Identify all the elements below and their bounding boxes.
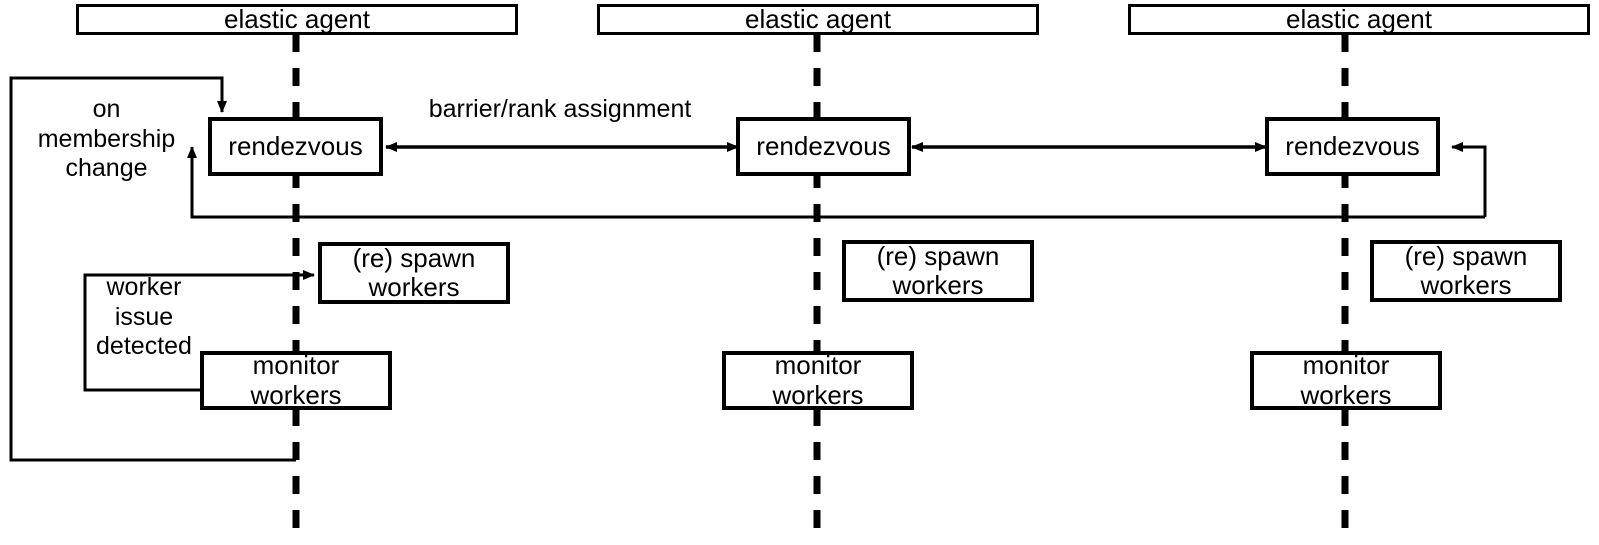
rendezvous-label: rendezvous — [756, 130, 891, 161]
edge-rendezvous-self-loop-right — [1451, 142, 1487, 217]
edge-on-membership-change-outer — [9, 76, 296, 462]
spawn-workers-label: (re) spawn workers — [876, 240, 1000, 300]
spawn-workers-label: (re) spawn workers — [352, 242, 476, 302]
spawn-workers-box-1[interactable]: (re) spawn workers — [318, 242, 510, 304]
rendezvous-label: rendezvous — [228, 130, 363, 161]
edge-worker-issue-detected — [83, 270, 315, 392]
monitor-workers-box-2[interactable]: monitor workers — [722, 351, 914, 410]
monitor-workers-box-1[interactable]: monitor workers — [200, 351, 392, 410]
monitor-workers-box-3[interactable]: monitor workers — [1250, 351, 1442, 410]
label-worker-issue-detected: worker issue detected — [96, 273, 192, 360]
agent-header-3[interactable]: elastic agent — [1128, 4, 1590, 35]
agent-header-label: elastic agent — [1286, 3, 1432, 34]
agent-header-2[interactable]: elastic agent — [597, 4, 1039, 35]
edge-rendezvous-self-loop-left — [187, 146, 1485, 219]
rendezvous-box-1[interactable]: rendezvous — [208, 117, 383, 176]
spawn-workers-box-2[interactable]: (re) spawn workers — [842, 240, 1034, 302]
monitor-workers-label: monitor workers — [1300, 350, 1392, 410]
spawn-workers-box-3[interactable]: (re) spawn workers — [1370, 240, 1562, 302]
agent-header-label: elastic agent — [745, 3, 891, 34]
rendezvous-box-2[interactable]: rendezvous — [736, 117, 911, 176]
label-barrier-rank-assignment: barrier/rank assignment — [428, 95, 692, 123]
monitor-workers-label: monitor workers — [772, 350, 864, 410]
rendezvous-label: rendezvous — [1285, 130, 1420, 161]
monitor-workers-label: monitor workers — [250, 350, 342, 410]
agent-header-1[interactable]: elastic agent — [76, 4, 518, 35]
label-on-membership-change: on membership change — [37, 95, 176, 182]
agent-header-label: elastic agent — [224, 3, 370, 34]
rendezvous-box-3[interactable]: rendezvous — [1265, 117, 1440, 176]
spawn-workers-label: (re) spawn workers — [1404, 240, 1528, 300]
